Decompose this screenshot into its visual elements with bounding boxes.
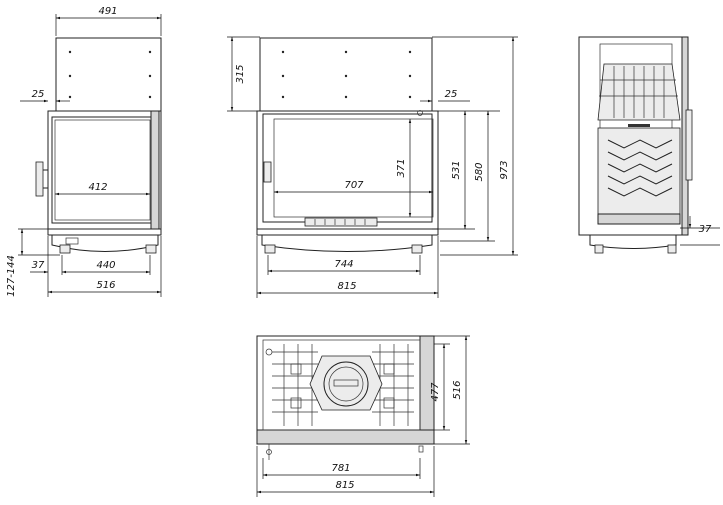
dim-516-left: 516 bbox=[96, 280, 115, 291]
center-door-body bbox=[256, 110, 439, 230]
dim-127-144: 127-144 bbox=[6, 255, 17, 297]
flue-outlet bbox=[323, 361, 369, 407]
dim-37-left: 37 bbox=[32, 260, 45, 271]
dim-744: 744 bbox=[334, 259, 353, 270]
dim-37-right: 37 bbox=[699, 224, 712, 235]
center-top-box bbox=[259, 37, 433, 112]
left-door-body bbox=[47, 110, 162, 230]
dim-973: 973 bbox=[499, 160, 510, 179]
left-handle bbox=[35, 161, 44, 197]
air-control-strip bbox=[304, 217, 378, 227]
dim-580: 580 bbox=[474, 162, 485, 181]
dim-477: 477 bbox=[430, 382, 441, 402]
left-leg-left bbox=[59, 244, 71, 254]
bottom-view: 477 516 781 815 bbox=[256, 335, 470, 497]
dim-25-left: 25 bbox=[32, 89, 45, 100]
left-view: 491 25 412 440 37 516 127-144 bbox=[6, 6, 162, 297]
left-leg-right bbox=[145, 244, 157, 254]
dim-491: 491 bbox=[98, 6, 117, 17]
right-view: 37 bbox=[578, 36, 720, 254]
dim-531: 531 bbox=[451, 160, 462, 179]
dim-815-center: 815 bbox=[337, 281, 356, 292]
center-handle bbox=[263, 161, 272, 183]
dim-371: 371 bbox=[396, 158, 407, 177]
center-leg-right bbox=[411, 244, 423, 254]
dim-781: 781 bbox=[331, 463, 350, 474]
dim-707: 707 bbox=[344, 180, 364, 191]
dim-440: 440 bbox=[96, 260, 115, 271]
center-leg-left bbox=[264, 244, 276, 254]
dim-516-bottom: 516 bbox=[452, 380, 463, 399]
left-top-box bbox=[55, 37, 162, 112]
dim-315: 315 bbox=[235, 64, 246, 83]
dim-815-bottom: 815 bbox=[335, 480, 354, 491]
dim-25-center: 25 bbox=[445, 89, 458, 100]
center-view: 315 25 371 707 531 580 973 744 815 bbox=[227, 36, 518, 298]
dim-412: 412 bbox=[88, 182, 107, 193]
